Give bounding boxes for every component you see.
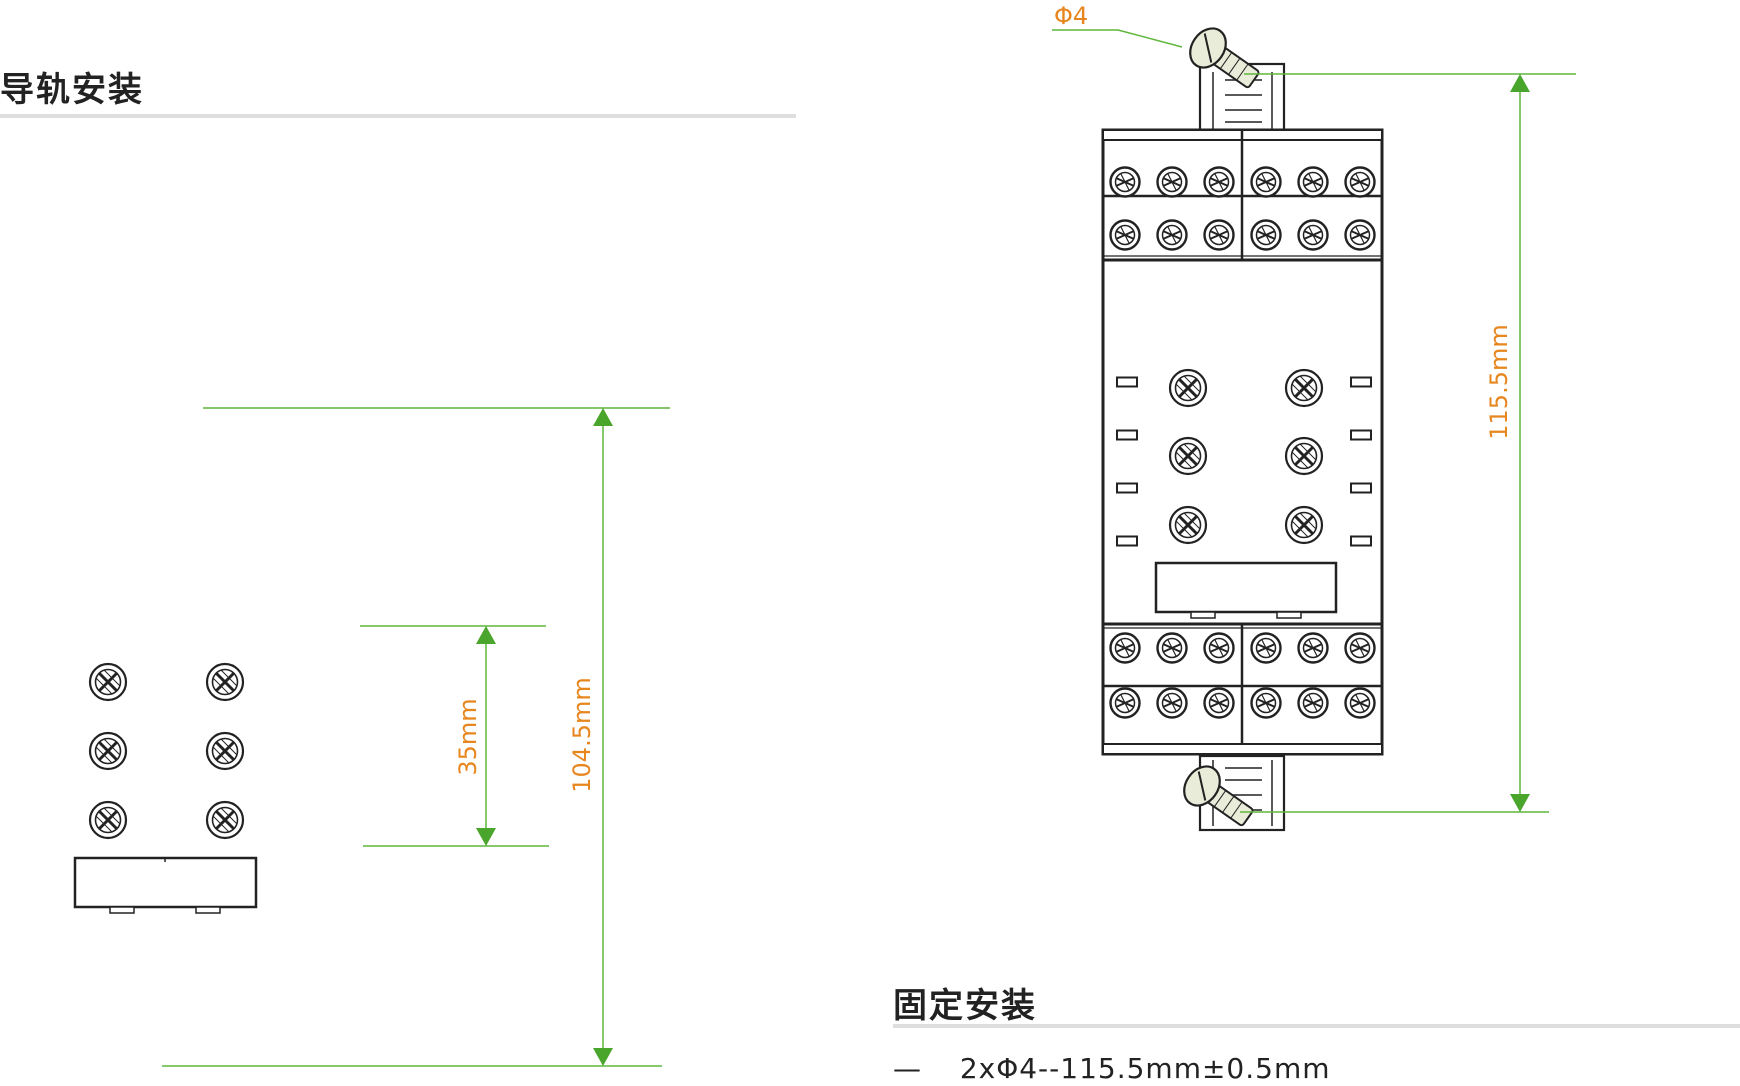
cross-screw-icon <box>205 731 245 771</box>
slot <box>1116 482 1138 494</box>
cross-screw-icon <box>1168 505 1208 545</box>
rail-width-label: 35mm <box>454 698 482 775</box>
terminal-screw-icon <box>1109 687 1141 719</box>
terminal-screw-icon <box>1109 166 1141 198</box>
terminal-screw-icon <box>1250 166 1282 198</box>
slot <box>1350 429 1372 441</box>
top-mounting-foot <box>1198 62 1286 134</box>
cross-screw-icon <box>1284 436 1324 476</box>
slot <box>1116 376 1138 388</box>
label-window <box>1154 561 1338 614</box>
terminal-screw-icon <box>1344 219 1376 251</box>
spec-bullet: — <box>893 1052 922 1085</box>
terminal-screw-icon <box>1109 219 1141 251</box>
terminal-screw-icon <box>1156 632 1188 664</box>
terminal-screw-icon <box>1250 687 1282 719</box>
terminal-screw-icon <box>1156 166 1188 198</box>
terminal-screw-icon <box>1297 687 1329 719</box>
terminal-screw-icon <box>1203 219 1235 251</box>
cross-screw-icon <box>205 662 245 702</box>
top-terminal-block <box>1102 129 1383 262</box>
bottom-terminal-block <box>1102 622 1383 755</box>
cross-screw-icon <box>205 800 245 840</box>
fixed-mount-title: 固定安装 <box>893 986 1037 1026</box>
terminal-screw-icon <box>1109 632 1141 664</box>
fixed-mount-spec: — 2xΦ4--115.5mm±0.5mm <box>893 1052 1331 1085</box>
cross-screw-icon <box>1284 368 1324 408</box>
screw-leader-line <box>1117 29 1183 48</box>
arrow-down-icon <box>593 1048 613 1066</box>
cross-screw-icon <box>88 662 128 702</box>
terminal-screw-icon <box>1344 166 1376 198</box>
terminal-screw-icon <box>1203 687 1235 719</box>
cross-screw-icon <box>1284 505 1324 545</box>
screw-diameter-label: Φ4 <box>1054 2 1088 30</box>
fixed-title-rule <box>893 1024 1740 1028</box>
slot <box>1350 376 1372 388</box>
rail-mount-title: 导轨安装 <box>0 70 144 110</box>
arrow-down-icon <box>1510 794 1530 812</box>
terminal-screw-icon <box>1297 219 1329 251</box>
terminal-screw-icon <box>1344 687 1376 719</box>
cross-screw-icon <box>1168 436 1208 476</box>
cross-screw-icon <box>88 731 128 771</box>
fixed-height-label: 115.5mm <box>1485 324 1513 439</box>
arrow-up-icon <box>1510 74 1530 92</box>
label-window <box>73 856 258 909</box>
terminal-screw-icon <box>1297 632 1329 664</box>
arrow-up-icon <box>593 408 613 426</box>
terminal-screw-icon <box>1203 632 1235 664</box>
slot <box>1116 429 1138 441</box>
cross-screw-icon <box>88 800 128 840</box>
terminal-screw-icon <box>1156 687 1188 719</box>
arrow-down-icon <box>476 828 496 846</box>
terminal-screw-icon <box>1250 632 1282 664</box>
arrow-up-icon <box>476 626 496 644</box>
rail-mount-drawing: 104.5mm 35mm <box>73 407 670 1067</box>
rail-title-rule <box>0 114 796 118</box>
terminal-screw-icon <box>1297 166 1329 198</box>
terminal-screw-icon <box>1156 219 1188 251</box>
terminal-screw-icon <box>1344 632 1376 664</box>
slot <box>1116 535 1138 547</box>
terminal-screw-icon <box>1250 219 1282 251</box>
mounting-screw-icon <box>1183 765 1254 827</box>
fixed-mount-drawing: Φ4 115.5mm <box>1052 2 1576 832</box>
cross-screw-icon <box>1168 368 1208 408</box>
mounting-screw-icon <box>1189 27 1260 89</box>
rail-height-label: 104.5mm <box>568 677 596 792</box>
slot <box>1350 535 1372 547</box>
terminal-screw-icon <box>1203 166 1235 198</box>
slot <box>1350 482 1372 494</box>
spec-text: 2xΦ4--115.5mm±0.5mm <box>959 1052 1331 1085</box>
